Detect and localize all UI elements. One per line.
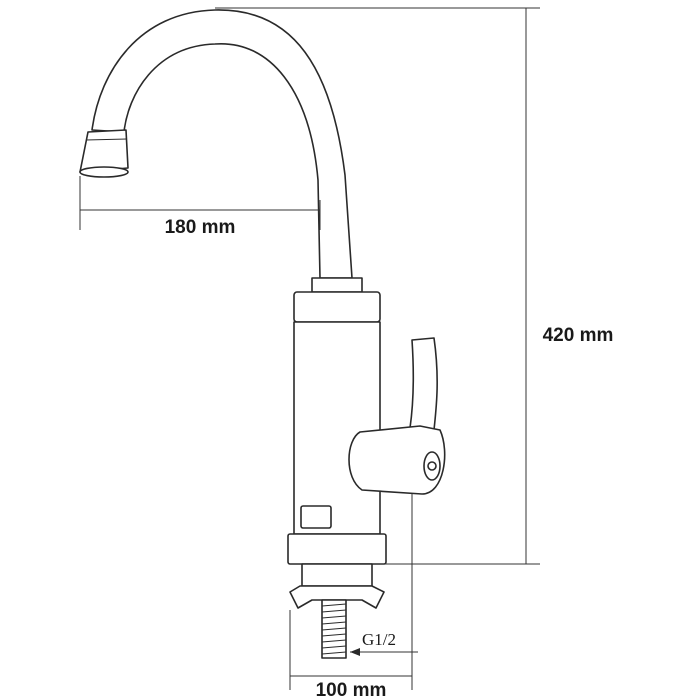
mount-ring (301, 563, 373, 587)
dimension-180: 180 mm (79, 176, 321, 238)
dimension-100: 100 mm (289, 494, 413, 700)
label-thread: G1/2 (362, 630, 396, 649)
aerator-body (79, 129, 129, 173)
aerator-ring (85, 138, 128, 141)
thread-callout: G1/2 (350, 630, 418, 656)
handle (348, 337, 446, 495)
aerator-outlet (79, 166, 129, 178)
spout-collar (311, 277, 363, 293)
handle-screw (427, 461, 437, 471)
heater-body (287, 291, 387, 565)
temperature-display (300, 505, 332, 529)
dimension-420: 420 mm (215, 7, 614, 565)
body-top-band (293, 291, 381, 323)
body-cylinder (293, 321, 381, 535)
spout-outer-curve (91, 9, 353, 279)
thread-arrow (350, 648, 360, 656)
spout-tube (91, 9, 353, 279)
body-base-band (287, 533, 387, 565)
collar-ring (311, 277, 363, 293)
handle-hub (348, 425, 446, 495)
label-180: 180 mm (165, 217, 236, 238)
label-100: 100 mm (316, 680, 387, 700)
aerator (79, 129, 129, 178)
label-420: 420 mm (543, 325, 614, 346)
mounting (289, 563, 385, 659)
handle-lever (409, 337, 438, 431)
mount-nut (289, 585, 385, 609)
thread-lines (321, 603, 347, 655)
